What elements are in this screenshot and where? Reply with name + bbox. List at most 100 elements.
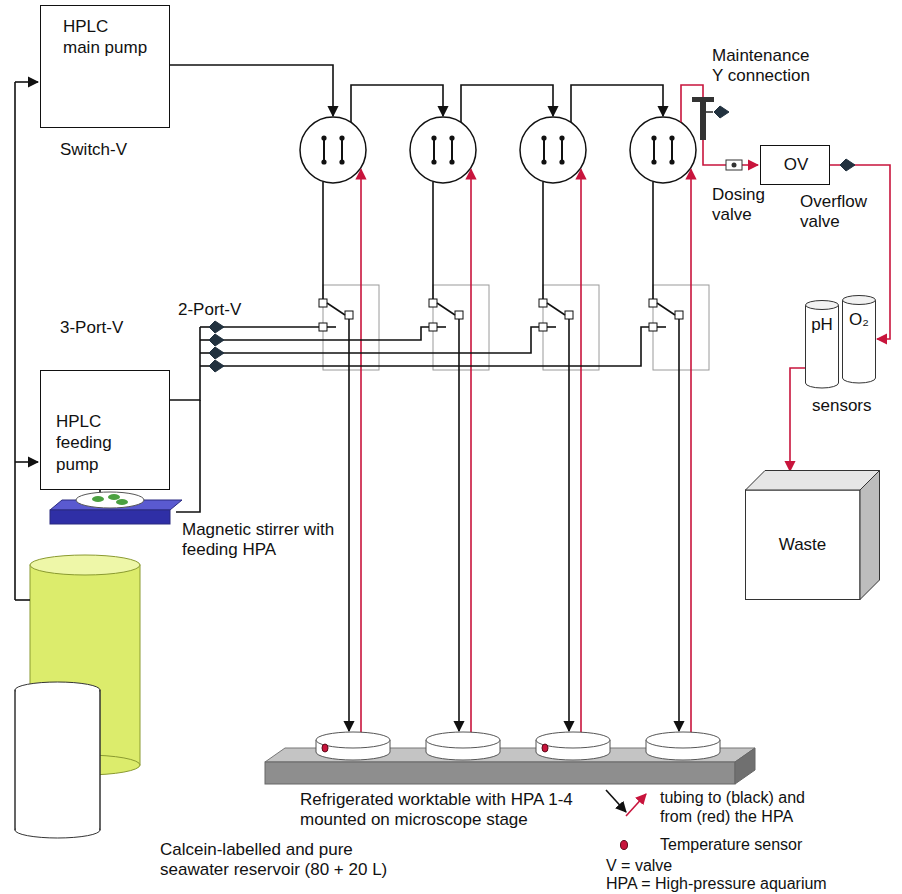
- port-square: [649, 299, 657, 307]
- worktable-side: [735, 748, 755, 784]
- shape-outline: [842, 295, 876, 383]
- switch-valve: [630, 117, 696, 183]
- tubing-from-hpa: [580, 169, 582, 734]
- port-square: [565, 311, 573, 319]
- outflow-line: [681, 85, 703, 122]
- port-square: [319, 323, 327, 331]
- switch-path: [433, 138, 435, 162]
- legend-text: V = valve: [606, 856, 806, 875]
- switch-port: [669, 135, 674, 140]
- text-label: 3-Port-V: [60, 318, 170, 338]
- pump-box: HPLC main pump: [40, 5, 170, 128]
- cylinder-top: [806, 301, 839, 310]
- switch-link: [351, 85, 443, 122]
- valve-arm: [657, 303, 675, 315]
- node-text: Waste: [745, 534, 860, 555]
- valve-arm: [547, 303, 565, 315]
- port-square: [429, 299, 437, 307]
- valve-symbol: [209, 334, 224, 346]
- switch-path: [671, 138, 673, 162]
- supply-to-main: [15, 81, 38, 83]
- three-port-valve: [323, 285, 379, 370]
- text-label: Switch-V: [60, 140, 170, 160]
- overflow-box: OV: [760, 145, 830, 185]
- node-text: pH: [805, 314, 839, 335]
- three-port-valve: [543, 285, 599, 370]
- valve-symbol: [209, 360, 224, 372]
- text-label: Magnetic stirrer with feeding HPA: [182, 520, 360, 561]
- text-label: Overflow valve: [800, 192, 882, 233]
- port-square: [539, 323, 547, 331]
- port-square: [345, 311, 353, 319]
- waste-box: Waste: [745, 470, 880, 600]
- cube-side: [860, 471, 880, 600]
- feeding-line: [222, 327, 649, 366]
- legend-arrow-black: [606, 790, 626, 812]
- switch-port: [449, 159, 454, 164]
- switch-link: [571, 85, 663, 122]
- shape-outline: [805, 300, 839, 388]
- text-label: Dosing valve: [712, 185, 772, 226]
- valve-arm: [657, 326, 666, 328]
- organism: [92, 496, 104, 502]
- tubing-to-hpa: [458, 319, 460, 731]
- feeding-line: [222, 326, 319, 328]
- pump-box: HPLC feeding pump: [40, 370, 170, 490]
- text-label: Maintenance Y connection: [712, 46, 824, 87]
- switch-to-3port: [432, 181, 434, 299]
- supply-from-reservoir: [15, 599, 30, 601]
- switch-link: [461, 85, 553, 122]
- legend-dot: [621, 841, 628, 850]
- tubing-from-hpa: [360, 169, 362, 734]
- supply-line: [14, 82, 16, 600]
- legend-text: tubing to (black) and from (red) the HPA: [660, 788, 840, 826]
- reservoir-pure: [15, 690, 100, 830]
- sensor-cylinder: pH: [805, 300, 839, 388]
- valve-arm: [327, 326, 336, 328]
- legend-arrow-red: [626, 794, 646, 816]
- organism: [116, 499, 128, 505]
- legend-text: Temperature sensor: [660, 835, 890, 854]
- switch-port: [669, 159, 674, 164]
- switch-port: [431, 159, 436, 164]
- three-port-valve: [433, 285, 489, 370]
- cylinder-top: [843, 296, 876, 305]
- port-square: [649, 323, 657, 331]
- port-square: [455, 311, 463, 319]
- switch-to-3port: [322, 181, 324, 299]
- switch-port: [339, 159, 344, 164]
- cube-front: [746, 490, 861, 600]
- magnetic-stirrer: [50, 510, 170, 524]
- maintenance-y-bar: [692, 97, 714, 102]
- maintenance-stub: [706, 111, 713, 113]
- valve-symbol: [209, 321, 224, 333]
- switch-valve: [300, 117, 366, 183]
- port-square: [539, 299, 547, 307]
- temperature-sensor: [542, 744, 548, 752]
- shape-outline: [745, 470, 880, 600]
- valve-symbol: [714, 106, 729, 118]
- switch-port: [541, 159, 546, 164]
- tubing-to-hpa: [678, 319, 680, 731]
- hpa-top: [646, 732, 720, 748]
- reservoir-pure-sides: [15, 690, 100, 830]
- feeding-line: [222, 327, 429, 340]
- feeding-line: [222, 327, 539, 353]
- switch-port: [651, 135, 656, 140]
- valve-arm: [547, 326, 556, 328]
- switch-port: [339, 135, 344, 140]
- feeding-bus: [170, 327, 200, 400]
- reservoir-pure-fill: [16, 691, 99, 829]
- cylinder-body: [806, 305, 839, 388]
- text-label: Calcein-labelled and pure seawater reser…: [160, 840, 420, 881]
- switch-valve: [520, 117, 586, 183]
- switch-port: [431, 135, 436, 140]
- valve-arm: [437, 326, 446, 328]
- port-square: [675, 311, 683, 319]
- tubing-connector: [790, 368, 805, 471]
- switch-to-3port: [542, 181, 544, 299]
- dosing-valve-core: [732, 163, 737, 168]
- switch-port: [321, 159, 326, 164]
- valve-symbol: [840, 159, 855, 171]
